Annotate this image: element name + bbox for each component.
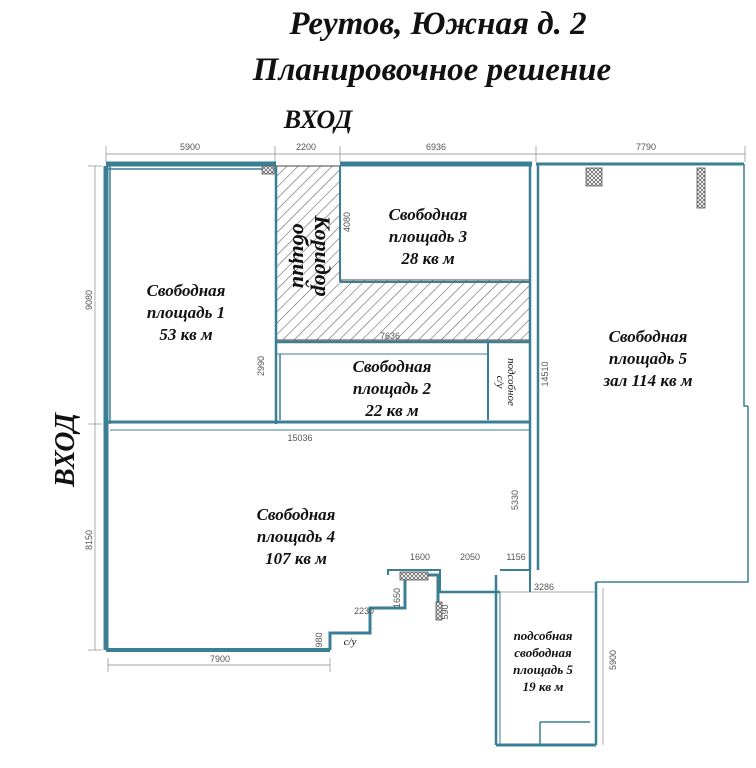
room-1-line-2: площадь 1: [147, 303, 225, 322]
room-5b-line-3: площадь 5: [513, 662, 573, 677]
dim-980: 980: [314, 632, 324, 647]
dim-6936: 6936: [426, 142, 446, 152]
dim-2200: 2200: [296, 142, 316, 152]
dim-590: 590: [440, 604, 450, 619]
room-label-1: Свободная площадь 1 53 кв м: [147, 281, 226, 344]
room-label-3: Свободная площадь 3 28 кв м: [389, 205, 468, 268]
room-5b-line-2: свободная: [514, 645, 572, 660]
room-5b-line-1: подсобная: [514, 628, 573, 643]
dim-2050: 2050: [460, 552, 480, 562]
room-3-line-1: Свободная: [389, 205, 468, 224]
corridor-line-2: общий: [288, 224, 313, 289]
corridor-line-1: Коридор: [310, 214, 335, 296]
dim-5330: 5330: [510, 490, 520, 510]
walls: [103, 161, 749, 747]
wc-label: с/у: [344, 636, 357, 648]
room-1-line-3: 53 кв м: [159, 325, 213, 344]
corridor-label: Коридор общий: [288, 214, 335, 296]
room-3-line-2: площадь 3: [389, 227, 468, 246]
columns: [261, 165, 706, 621]
dim-14510: 14510: [540, 361, 550, 386]
dim-4080: 4080: [342, 212, 352, 232]
title-line-2: Планировочное решение: [252, 52, 611, 88]
dim-8150: 8150: [84, 530, 94, 550]
room-label-2: Свободная площадь 2 22 кв м: [353, 357, 432, 420]
room-2-line-3: 22 кв м: [364, 401, 419, 420]
dim-7900: 7900: [210, 654, 230, 664]
dim-2230: 2230: [354, 606, 374, 616]
room-4-line-1: Свободная: [257, 505, 336, 524]
room-label-5: Свободная площадь 5 зал 114 кв м: [602, 327, 692, 390]
dimension-labels: 5900 2200 6936 7790 7636 15036 1600 2050…: [84, 142, 656, 670]
room-label-5b: подсобная свободная площадь 5 19 кв м: [513, 628, 573, 694]
dim-7790: 7790: [636, 142, 656, 152]
dim-5900-top: 5900: [180, 142, 200, 152]
dimension-lines: [88, 146, 746, 745]
entrance-top-label: ВХОД: [283, 105, 354, 134]
dim-3286: 3286: [534, 582, 554, 592]
utility-label: подсобное с/у: [494, 358, 517, 406]
room-2-line-1: Свободная: [353, 357, 432, 376]
room-4-line-2: площадь 4: [257, 527, 335, 546]
dim-5900-side: 5900: [608, 650, 618, 670]
dim-2990: 2990: [256, 356, 266, 376]
entrance-left-label: ВХОД: [50, 412, 81, 488]
dim-7636: 7636: [380, 331, 400, 341]
room-5b-line-4: 19 кв м: [523, 679, 564, 694]
room-5-line-3: зал 114 кв м: [602, 371, 692, 390]
title-line-1: Реутов, Южная д. 2: [288, 6, 586, 42]
room-5-line-1: Свободная: [609, 327, 688, 346]
room-4-line-3: 107 кв м: [265, 549, 327, 568]
room-5-line-2: площадь 5: [609, 349, 688, 368]
dim-1156: 1156: [506, 552, 525, 562]
room-2-line-2: площадь 2: [353, 379, 432, 398]
utility-line-1: подсобное: [505, 358, 517, 406]
dim-1650: 1650: [392, 588, 402, 608]
room-1-line-1: Свободная: [147, 281, 226, 300]
dim-15036: 15036: [287, 433, 312, 443]
room-3-line-3: 28 кв м: [400, 249, 455, 268]
dim-9080: 9080: [84, 290, 94, 310]
utility-line-2: с/у: [494, 376, 506, 389]
dim-1600: 1600: [410, 552, 430, 562]
room-label-4: Свободная площадь 4 107 кв м: [257, 505, 336, 568]
